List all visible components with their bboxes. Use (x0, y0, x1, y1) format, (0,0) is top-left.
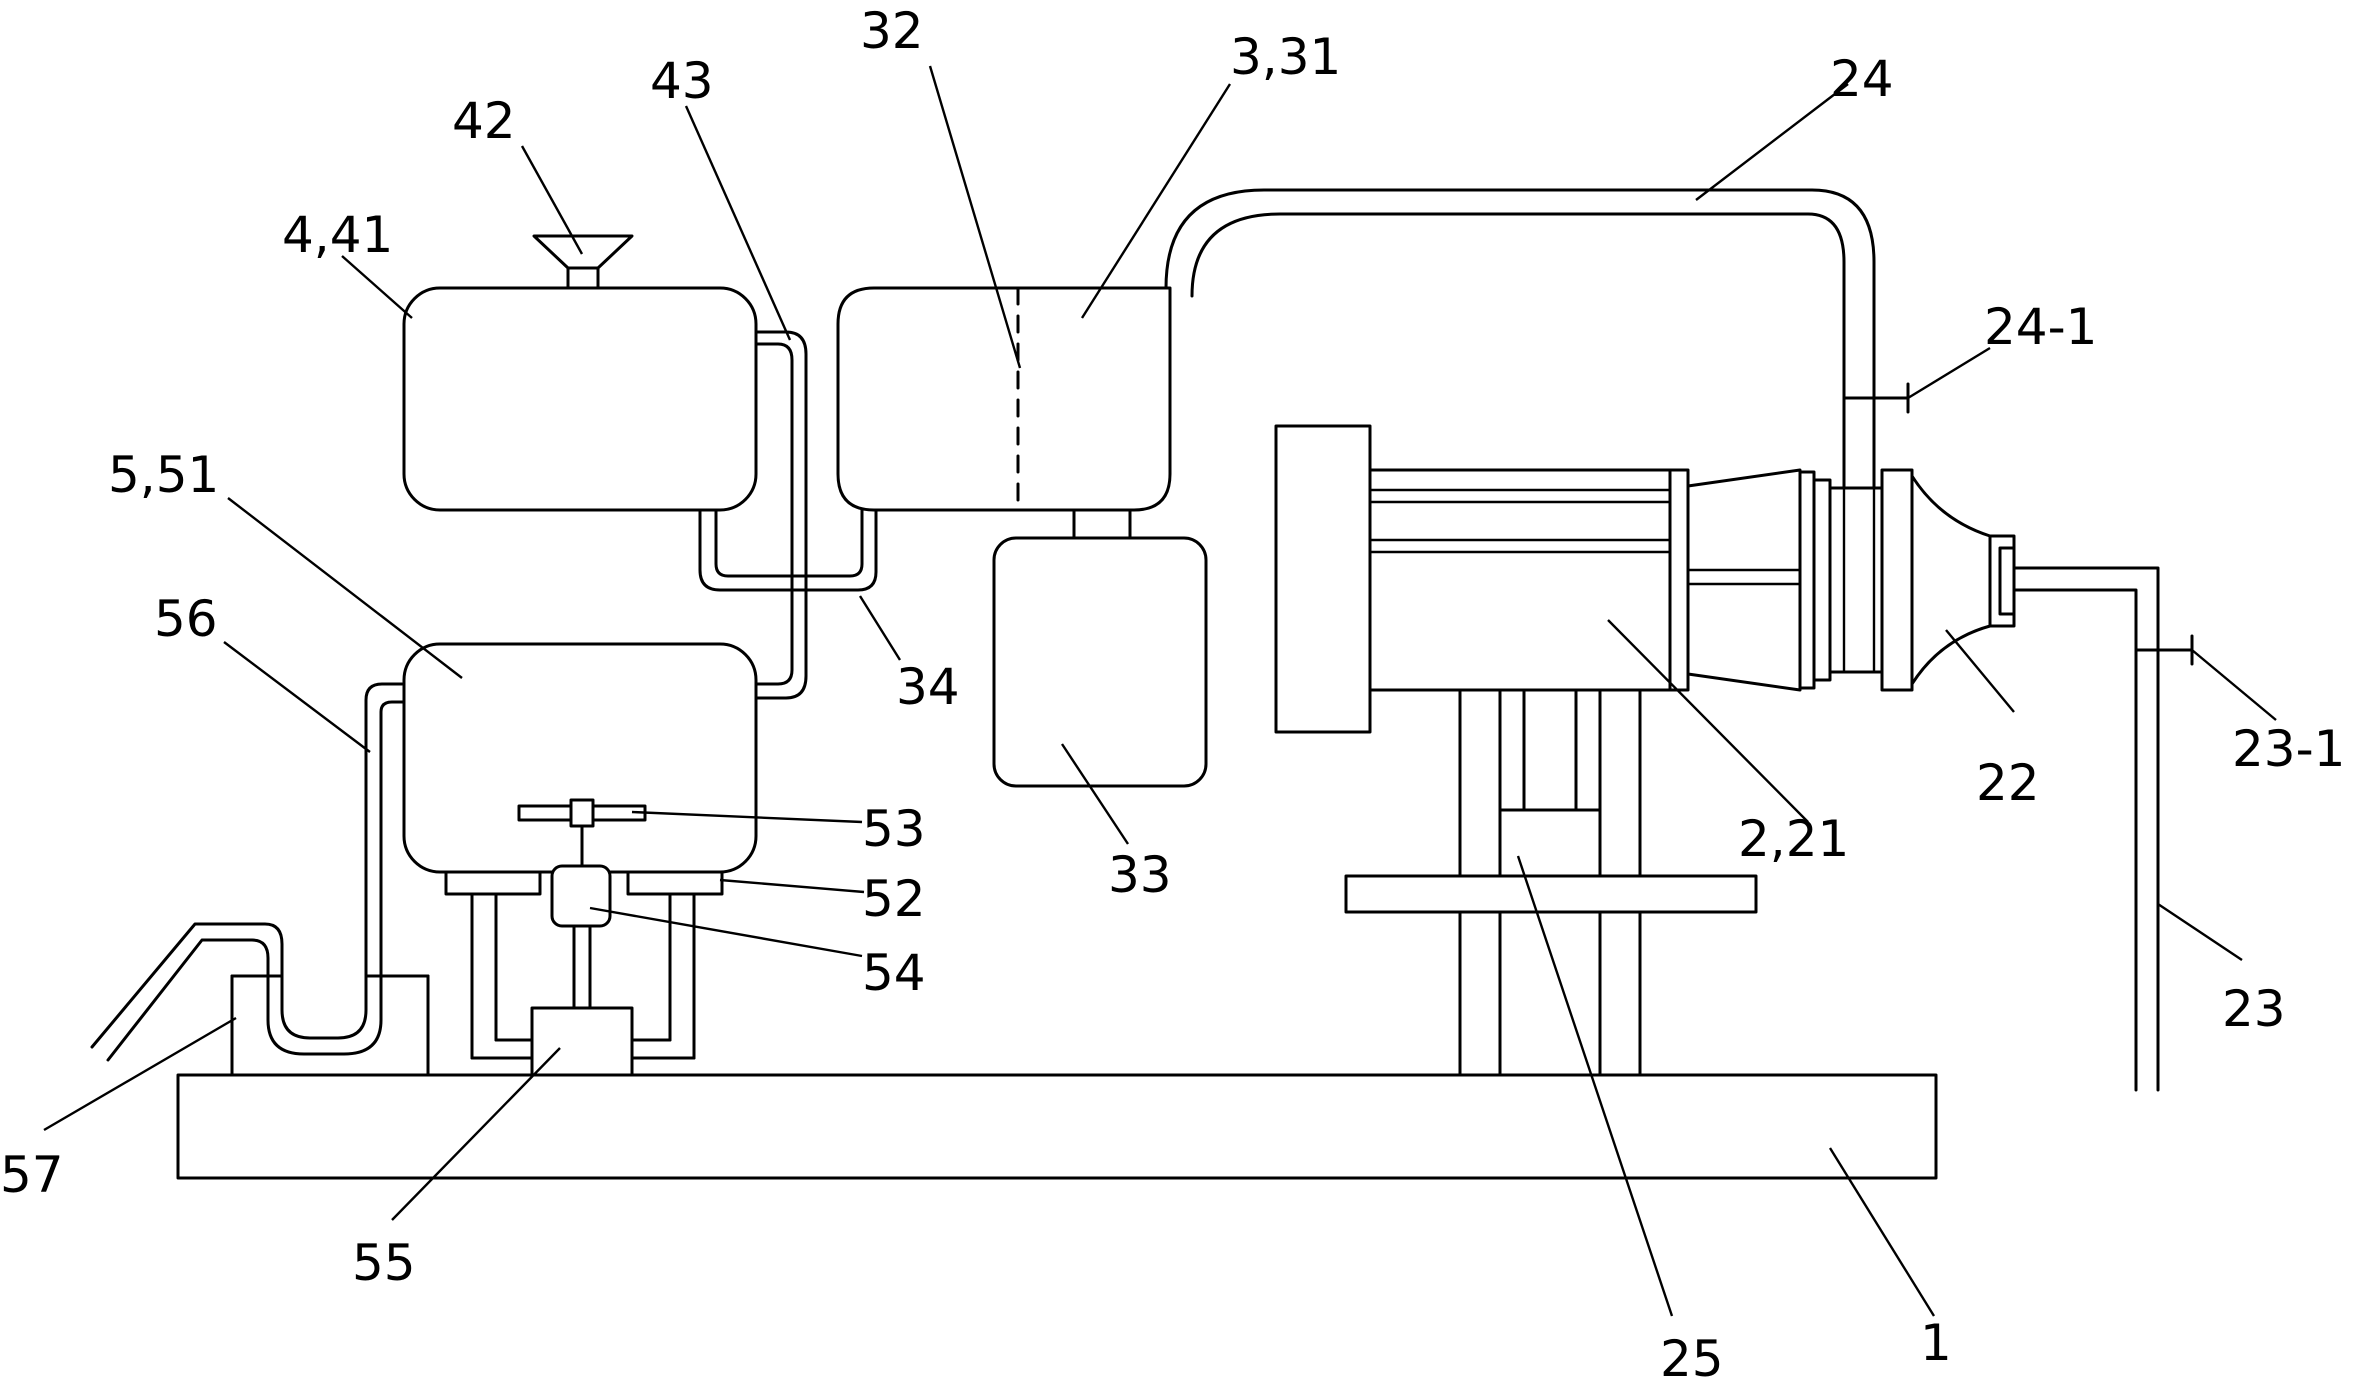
tank-57-pipe-56 (90, 682, 430, 1077)
label-25: 25 (1660, 1330, 1724, 1384)
leader-lines (43, 65, 2277, 1317)
label-5-51: 5,51 (108, 446, 219, 504)
base-plate (176, 1073, 1938, 1180)
label-33: 33 (1108, 846, 1172, 904)
label-24: 24 (1830, 50, 1894, 108)
label-2-21: 2,21 (1738, 810, 1849, 868)
label-55: 55 (352, 1234, 416, 1292)
label-52: 52 (862, 870, 926, 928)
label-3-31: 3,31 (1230, 28, 1341, 86)
main-device-2-21 (1274, 424, 2016, 734)
label-57: 57 (0, 1146, 64, 1204)
pipe-34 (698, 506, 878, 592)
label-23: 23 (2222, 980, 2286, 1038)
support-25 (1344, 688, 1758, 1077)
tank-5-51 (402, 642, 758, 1077)
label-23-1: 23-1 (2232, 720, 2345, 778)
pipe-23 (2012, 566, 2194, 1092)
label-32: 32 (860, 2, 924, 60)
label-56: 56 (154, 590, 218, 648)
label-53: 53 (862, 800, 926, 858)
label-22: 22 (1976, 754, 2040, 812)
label-43: 43 (650, 52, 714, 110)
label-24-1: 24-1 (1984, 298, 2097, 356)
label-4-41: 4,41 (282, 206, 393, 264)
label-54: 54 (862, 944, 926, 1002)
label-42: 42 (452, 92, 516, 150)
label-34: 34 (896, 658, 960, 716)
tank-4-41 (402, 234, 808, 700)
tank-3-31 (836, 286, 1208, 788)
label-1: 1 (1920, 1314, 1952, 1372)
